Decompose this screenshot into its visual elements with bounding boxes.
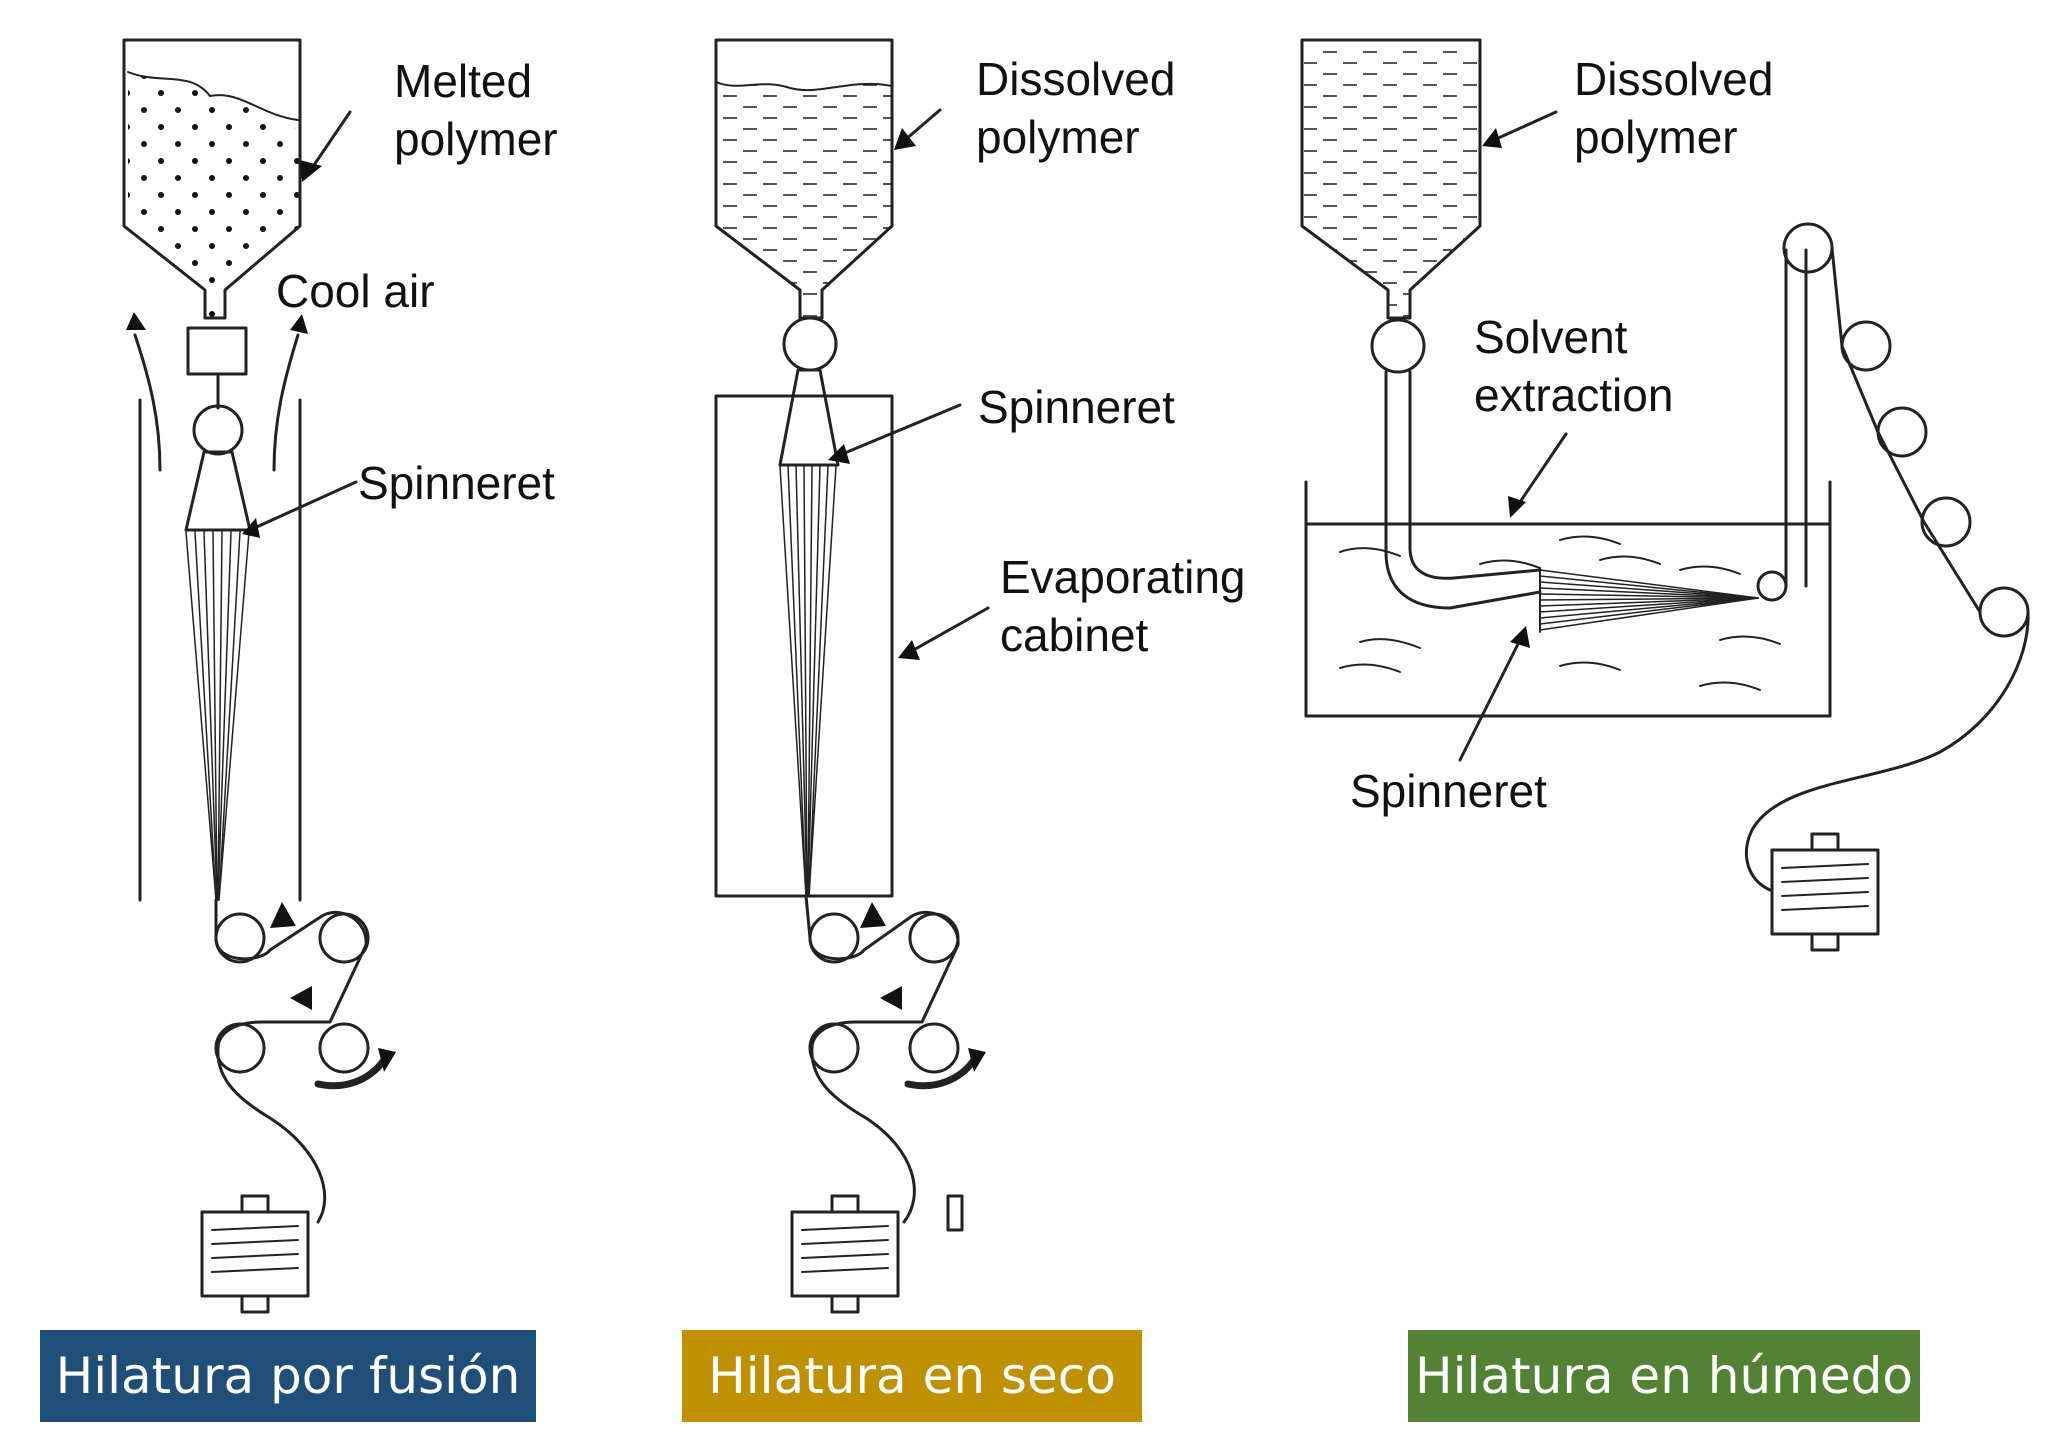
label-line: Dissolved xyxy=(1574,53,1774,105)
melt-bobbin xyxy=(200,1194,310,1314)
label-line: polymer xyxy=(394,113,558,165)
cool-air-label: Cool air xyxy=(276,265,435,317)
solvent-extraction-label: Solvent extraction xyxy=(1474,308,1673,424)
dry-polymer-label: Dissolved polymer xyxy=(976,50,1175,166)
coagulation-bath xyxy=(1304,480,1832,718)
melt-polymer-label: Melted polymer xyxy=(394,52,558,168)
wet-hopper xyxy=(1300,38,1482,320)
dry-filament-bundle xyxy=(779,465,837,897)
evaporating-cabinet-label: Evaporating cabinet xyxy=(1000,548,1246,664)
caption-melt-spinning: Hilatura por fusión xyxy=(40,1330,536,1422)
caption-wet-spinning: Hilatura en húmedo xyxy=(1408,1330,1920,1422)
wet-spinneret-label: Spinneret xyxy=(1350,765,1547,817)
label-line: polymer xyxy=(976,111,1140,163)
dry-pump xyxy=(782,316,838,372)
label-line: Dissolved xyxy=(976,53,1176,105)
dry-spinneret-label: Spinneret xyxy=(978,381,1175,433)
melt-filament-bundle xyxy=(185,531,250,901)
melt-hopper xyxy=(122,38,302,320)
dry-spinning-apparatus xyxy=(714,38,990,1314)
melt-hopper-fill xyxy=(128,72,300,318)
wet-bobbin xyxy=(1770,832,1880,952)
label-line: extraction xyxy=(1474,369,1674,421)
dry-spinneret-body xyxy=(778,368,840,467)
label-line: Solvent xyxy=(1474,311,1628,363)
melt-spinneret-label: Spinneret xyxy=(358,457,555,509)
melt-spinneret-body xyxy=(184,450,252,532)
wet-spinning-apparatus xyxy=(1300,38,2030,952)
wet-pump xyxy=(1370,318,1426,374)
label-line: Melted xyxy=(394,55,533,107)
evaporating-cabinet xyxy=(714,394,894,898)
wet-polymer-label: Dissolved polymer xyxy=(1574,50,1773,166)
wet-filament-bundle xyxy=(1539,569,1759,631)
label-line: polymer xyxy=(1574,111,1738,163)
caption-dry-spinning: Hilatura en seco xyxy=(682,1330,1142,1422)
dry-hopper xyxy=(714,38,894,320)
melt-pump xyxy=(192,404,244,456)
label-line: cabinet xyxy=(1000,609,1149,661)
dry-bobbin xyxy=(790,1194,900,1314)
label-line: Evaporating xyxy=(1000,551,1246,603)
melt-spinning-apparatus xyxy=(122,38,396,1314)
